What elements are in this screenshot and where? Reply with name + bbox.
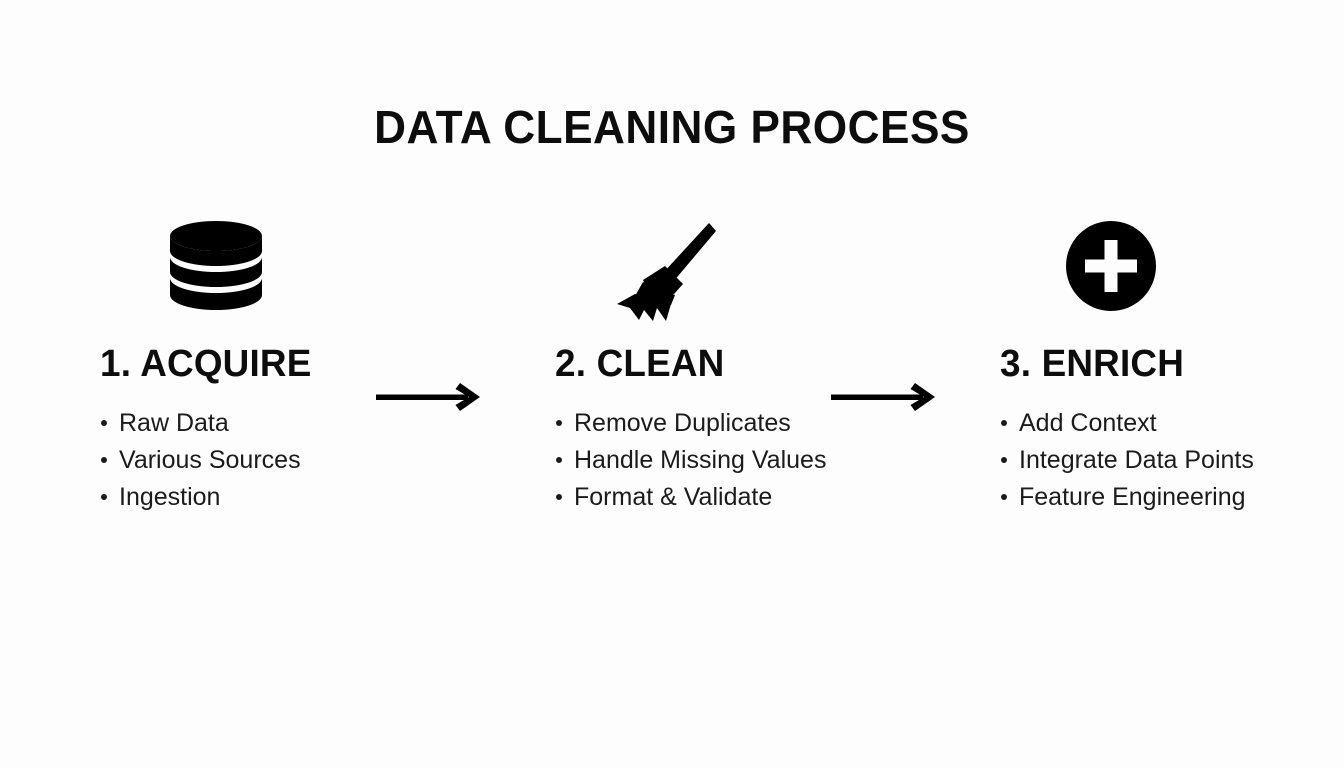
arrow-right-icon [831,377,939,417]
list-item: Format & Validate [555,485,865,510]
list-item: Feature Engineering [1000,485,1300,510]
list-item: Ingestion [100,485,400,510]
list-item: Integrate Data Points [1000,448,1300,473]
step-heading-clean: 2. CLEAN [555,343,725,385]
list-item: Add Context [1000,411,1300,436]
step-bullets-acquire: Raw Data Various Sources Ingestion [100,411,400,510]
database-icon [168,220,400,345]
step-bullets-clean: Remove Duplicates Handle Missing Values … [555,411,865,510]
step-heading-enrich: 3. ENRICH [1000,343,1185,385]
page-title: DATA CLEANING PROCESS [374,101,970,153]
plus-circle-icon [1065,220,1300,345]
arrow-right-icon [376,377,484,417]
step-bullets-enrich: Add Context Integrate Data Points Featur… [1000,411,1300,510]
broom-icon [613,220,865,345]
step-heading-acquire: 1. ACQUIRE [100,343,312,385]
list-item: Remove Duplicates [555,411,865,436]
list-item: Raw Data [100,411,400,436]
process-step-clean: 2. CLEAN Remove Duplicates Handle Missin… [555,220,865,522]
process-step-enrich: 3. ENRICH Add Context Integrate Data Poi… [1000,220,1300,522]
list-item: Handle Missing Values [555,448,865,473]
process-step-acquire: 1. ACQUIRE Raw Data Various Sources Inge… [100,220,400,522]
list-item: Various Sources [100,448,400,473]
